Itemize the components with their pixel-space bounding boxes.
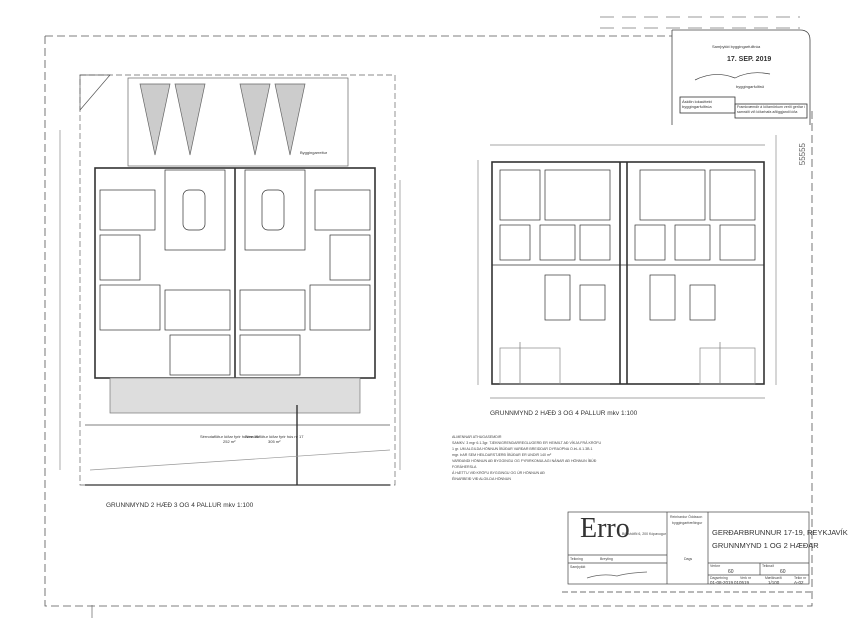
note-line: FORÁHERSLA [452, 465, 477, 469]
vertical-number: 55555 [798, 143, 807, 166]
lot-label-right-text: Sérnotaflötur lóðar fyrir hús nr 17 [245, 434, 304, 439]
left-floor-plan [59, 74, 401, 486]
designer-name: Reinhardur Óddsson [670, 515, 703, 519]
date-label: Dagsetning [710, 576, 728, 580]
label-teikning: Teikning [570, 557, 583, 561]
field-b-value: 60 [780, 569, 786, 575]
firm-address: Bíldshöfði 6, 200 Kópavogur [622, 532, 666, 536]
sheet-title: GRUNNMYND 1 OG 2 HÆÐAR [712, 541, 819, 550]
note-line: ÉINARBEIÐ VIÐ ALGILDA HÖNNUN [452, 477, 511, 481]
note-line: 1 gr. UM ALGILDA HÖNNUN ÍBÚÐAR VARÐAR BR… [452, 447, 593, 451]
date-value: 01-08-2019 [710, 580, 734, 585]
job-label: Verk nr [740, 576, 752, 580]
boundary-label: Byggingarreitur [300, 150, 328, 155]
field-a-value: 60 [728, 569, 734, 575]
sheet-value: A-02 [794, 580, 804, 585]
stamp-box2: Framkvæmdir á lóðamörkum verði gerðar í … [737, 105, 806, 114]
label-breyting: Breyting [600, 557, 613, 561]
scale-label: Mælikvarði [765, 576, 782, 580]
stamp-box [671, 29, 811, 125]
label-dags: Dags [684, 557, 693, 561]
notes-title: ALMENNAR ATHUGASEMDIR [452, 435, 502, 439]
firm-logo: Erro [580, 513, 630, 544]
scale-value: 1/100 [768, 580, 780, 585]
stamp-role: byggingarfulltrúi [736, 84, 765, 89]
note-line: SAMKV. 3 mgr 6.1.3gr. TÆKNIGRENDARREGLUG… [452, 441, 602, 445]
label-samthykkt: Samþykkt [570, 565, 586, 569]
right-plan-caption: GRUNNMYND 2 HÆÐ 3 OG 4 PALLUR mkv 1:100 [490, 410, 638, 417]
stamp-box1: Áskilin lokaúttekt byggingarfulltrúa [682, 99, 712, 109]
right-floor-plan [477, 144, 765, 399]
note-line: VARÐANDI HÖNNUN AÐ BYGGINGU OG FYRIRKOMU… [452, 459, 597, 463]
stamp-header: Samþykkt byggingarfulltrúa [712, 44, 761, 49]
lot-label-left-text: Sérnotaflötur lóðar fyrir hús nr 19 [200, 434, 259, 439]
job-value: 010519 [734, 580, 750, 585]
note-line: Á HÆTTU VIÐ KRÖFU BYGGINGU OG ÚR HÖNNUN … [452, 471, 545, 475]
note-line: mgr. ÞAR SEM HEILDARSTÆRÐ ÍBÚÐAR ER UNDI… [452, 453, 552, 457]
sheet-label: Teikn nr [794, 576, 807, 580]
field-b-label: Teiknað [762, 564, 775, 568]
left-plan-caption: GRUNNMYND 2 HÆÐ 3 OG 4 PALLUR mkv 1:100 [106, 502, 254, 509]
lot-area-right: 305 m² [268, 439, 281, 444]
stamp-date: 17. SEP. 2019 [727, 56, 772, 63]
title-block-lines [562, 72, 812, 593]
designer-title: byggingarfræðingur [672, 521, 703, 525]
general-notes: ALMENNAR ATHUGASEMDIR SAMKV. 3 mgr 6.1.3… [452, 434, 601, 482]
project-title: GERÐARBRUNNUR 17-19, REYKJAVÍK [712, 528, 848, 537]
lot-area-left: 252 m² [223, 439, 236, 444]
field-a-label: Verknr [710, 564, 721, 568]
sheet-border [44, 35, 813, 607]
